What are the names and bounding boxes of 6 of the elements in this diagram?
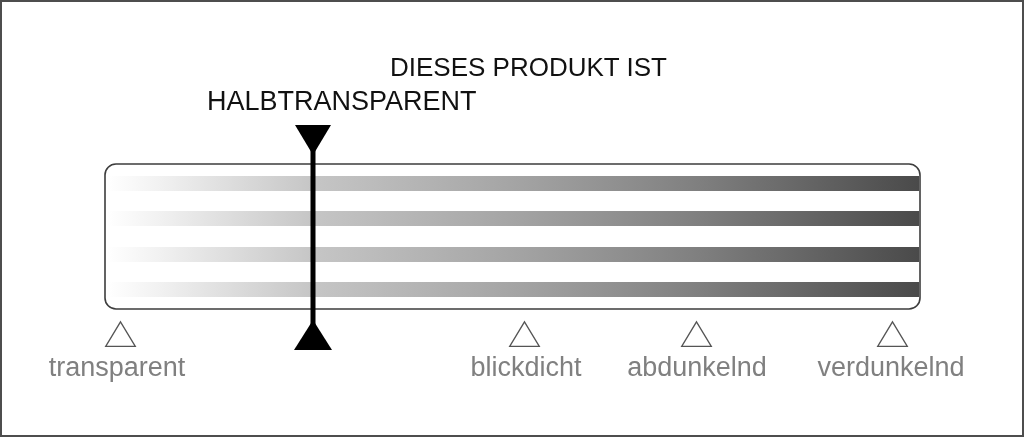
scale-label: abdunkelnd (627, 354, 767, 381)
scale-label: blickdicht (470, 354, 582, 381)
position-label: HALBTRANSPARENT (207, 88, 477, 115)
scale-label: transparent (48, 354, 186, 381)
scale-label: verdunkelnd (817, 354, 965, 381)
heading-text: DIESES PRODUKT IST (390, 54, 667, 80)
